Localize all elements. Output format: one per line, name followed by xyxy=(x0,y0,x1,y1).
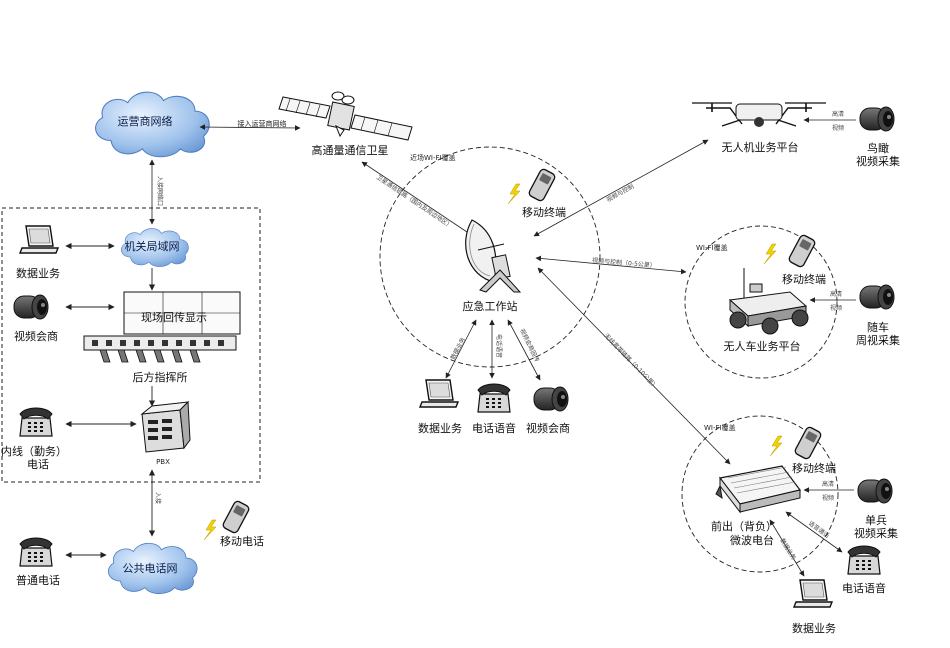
link-ugv-station-label: 视频与控制（0-5公里） xyxy=(592,256,656,270)
intranet-label: 机关局域网 xyxy=(125,239,180,253)
vehicle-camera-label-1: 随车 xyxy=(867,320,889,334)
hd-video-3-line2: 视频 xyxy=(822,494,834,502)
vehicle-camera-label-2: 周视采集 xyxy=(856,333,900,347)
birdseye-camera-label-2: 视频采集 xyxy=(856,154,900,168)
birdseye-camera-label-1: 鸟瞰 xyxy=(867,141,889,155)
backpack-radio-label-2: 微波电台 xyxy=(730,533,774,547)
hd-video-2-line1: 高清 xyxy=(830,290,842,298)
lightning-icon xyxy=(763,243,777,265)
voice-center-label: 电话语音 xyxy=(472,421,516,435)
video-conf-left-label: 视频会商 xyxy=(14,329,58,343)
mobile-terminal-vehicle-label: 移动终端 xyxy=(782,272,826,286)
telephone-icon xyxy=(847,545,881,575)
lightning-icon xyxy=(203,519,217,541)
unmanned-vehicle-icon xyxy=(728,268,809,335)
uav-platform-label: 无人机业务平台 xyxy=(722,140,799,154)
backpack-radio-label-1: 前出（背负） xyxy=(711,519,777,533)
microwave-radio-icon xyxy=(715,465,802,514)
link-radio-voice xyxy=(785,511,843,553)
operator-network-label: 运营商网络 xyxy=(118,114,173,128)
link-uav-station xyxy=(533,139,709,237)
soldier-camera-label-1: 单兵 xyxy=(865,514,887,527)
vehicle-wifi-label: WI-FI覆盖 xyxy=(696,243,728,252)
rear-command-boundary xyxy=(1,207,261,483)
satellite-label: 高通量通信卫星 xyxy=(312,143,389,157)
camera-icon xyxy=(533,386,569,412)
data-service-backpack-label: 数据业务 xyxy=(792,621,836,635)
hd-video-1-line1: 高清 xyxy=(832,110,844,118)
ordinary-phone-label: 普通电话 xyxy=(16,573,60,587)
link-backpack-station-label: 无线宽带链路（0-10公里） xyxy=(603,332,660,391)
emergency-station-label: 应急工作站 xyxy=(463,299,518,313)
mobile-phone-icon xyxy=(787,233,817,269)
link-station-voice-label: 电话语音 xyxy=(495,334,503,358)
telephone-icon xyxy=(19,407,53,437)
satellite-icon xyxy=(278,91,413,141)
mobile-phone-icon xyxy=(793,425,823,461)
mobile-terminal-backpack-label: 移动终端 xyxy=(792,461,836,475)
near-wifi-label: 近场WI-FI覆盖 xyxy=(410,153,456,162)
camera-icon xyxy=(859,284,895,310)
link-station-video xyxy=(507,319,541,381)
mobile-terminal-center-label: 移动终端 xyxy=(522,205,566,219)
ugv-platform-label: 无人车业务平台 xyxy=(724,339,801,353)
link-pbx-public-label: 入接 xyxy=(154,492,162,504)
satellite-dish-icon xyxy=(465,219,522,293)
pbx-server-icon xyxy=(140,400,191,453)
video-conf-center-label: 视频会商 xyxy=(526,421,570,435)
link-satellite-station-label: 卫星通信链路（国内及周边地区） xyxy=(375,173,454,230)
data-service-center-label: 数据业务 xyxy=(418,421,462,435)
mobile-phone-icon xyxy=(221,499,251,535)
telephone-icon xyxy=(19,537,53,567)
drone-icon xyxy=(692,102,826,127)
video-wall-icon xyxy=(83,291,241,363)
camera-icon xyxy=(13,294,49,320)
laptop-icon xyxy=(419,379,459,408)
public-phone-network-label: 公共电话网 xyxy=(123,562,178,575)
data-service-left-label: 数据业务 xyxy=(16,266,60,280)
laptop-icon xyxy=(793,579,833,608)
link-operator-intranet-label: 入接网络口 xyxy=(156,176,164,206)
soldier-camera-label-2: 视频采集 xyxy=(854,526,898,540)
link-operator-satellite xyxy=(199,124,301,131)
voice-backpack-label: 电话语音 xyxy=(842,581,886,595)
link-radio-data xyxy=(769,519,805,577)
video-wall-label: 现场回传显示 xyxy=(141,310,207,324)
backpack-wifi-label: WI-FI覆盖 xyxy=(704,423,736,432)
lightning-icon xyxy=(769,435,783,457)
vehicle-wifi-coverage xyxy=(684,225,838,379)
command-center-label: 后方指挥所 xyxy=(133,370,188,384)
link-radio-data-label: 数据业务 xyxy=(778,537,798,562)
camera-icon xyxy=(857,478,893,504)
pbx-label: PBX xyxy=(156,458,170,466)
link-backpack-station xyxy=(537,267,731,465)
link-operator-satellite-label: 接入运营商网络 xyxy=(238,119,287,128)
telephone-icon xyxy=(477,383,511,413)
hd-video-2-line2: 视频 xyxy=(830,304,842,312)
lightning-icon xyxy=(507,183,521,205)
hd-video-1-line2: 视频 xyxy=(832,124,844,132)
backpack-wifi-coverage xyxy=(681,415,839,573)
internal-phone-label-1: 内线（勤务） xyxy=(1,444,67,458)
link-uav-station-label: 视频与控制 xyxy=(605,182,635,204)
internal-phone-label-2: 电话 xyxy=(27,458,49,471)
hd-video-3-line1: 高清 xyxy=(822,480,834,488)
mobile-phone-icon xyxy=(527,167,557,203)
link-station-data xyxy=(445,319,477,379)
link-satellite-station xyxy=(361,161,477,239)
link-station-data-label: 数据业务 xyxy=(449,336,467,361)
laptop-icon xyxy=(19,225,59,254)
camera-icon xyxy=(859,106,895,132)
mobile-phone-left-label: 移动电话 xyxy=(220,535,264,548)
